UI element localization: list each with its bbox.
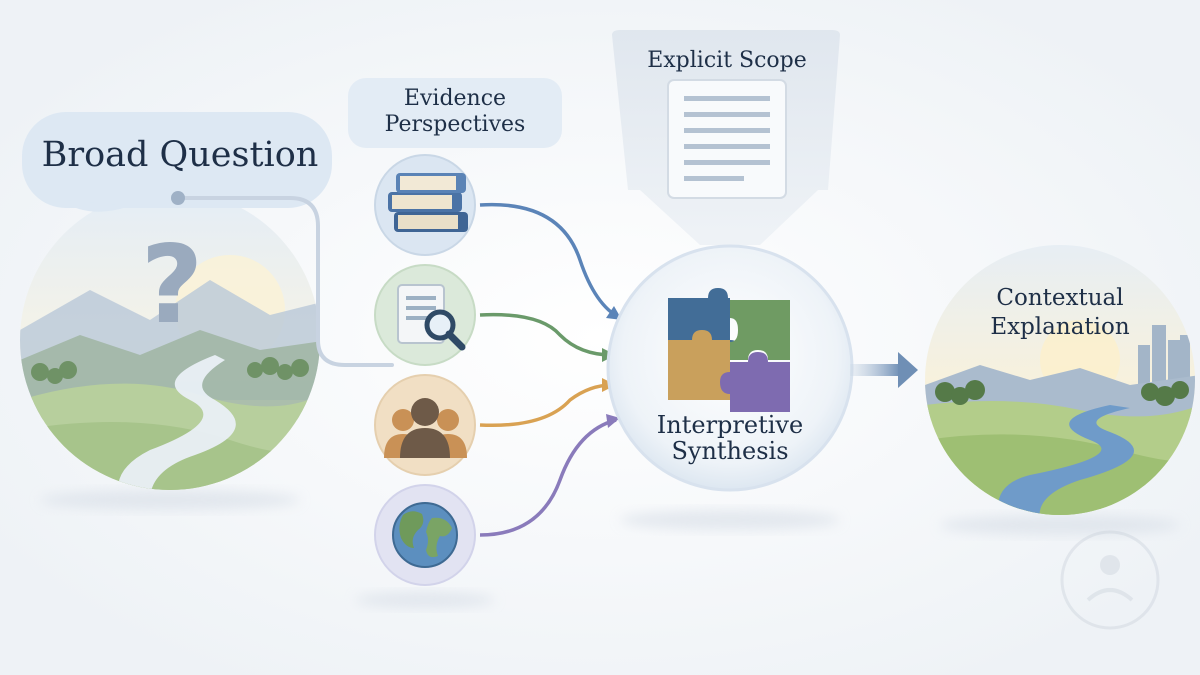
broad-question-label: Broad Question <box>41 135 319 175</box>
evidence-item-people[interactable] <box>374 374 476 476</box>
books-icon <box>388 173 468 232</box>
document-connector <box>479 312 613 357</box>
broad-question-bubble <box>22 112 332 212</box>
output-arrow-shaft <box>850 364 900 376</box>
globe-arrowhead <box>606 414 620 428</box>
contextual-explanation-label: Contextual Explanation <box>990 285 1130 340</box>
globe-connector <box>479 418 617 537</box>
connector-dot <box>171 191 185 205</box>
question-mark-icon: ? <box>141 223 204 348</box>
puzzle-icon <box>668 288 790 412</box>
scope-document-icon <box>667 79 787 199</box>
question-connector <box>176 196 394 367</box>
watermark-logo-icon <box>1060 530 1160 630</box>
output-arrowhead <box>898 352 918 388</box>
explicit-scope-funnel <box>612 30 840 245</box>
evidence-item-document-search[interactable] <box>374 264 476 366</box>
people-icon <box>384 398 467 458</box>
people-connector <box>479 383 613 428</box>
document-search-icon <box>397 284 466 351</box>
evidence-title-box <box>348 78 562 148</box>
globe-icon <box>392 502 458 568</box>
synthesis-circle <box>606 244 854 492</box>
evidence-item-globe[interactable] <box>374 484 476 586</box>
explicit-scope-label: Explicit Scope <box>647 48 807 73</box>
evidence-item-books[interactable] <box>374 154 476 256</box>
broad-question-landscape: ? <box>20 190 320 490</box>
interpretive-synthesis-label: Interpretive Synthesis <box>656 411 804 465</box>
explanation-landscape <box>925 245 1195 515</box>
evidence-perspectives-title: Evidence Perspectives <box>384 86 526 137</box>
books-connector <box>479 202 621 320</box>
